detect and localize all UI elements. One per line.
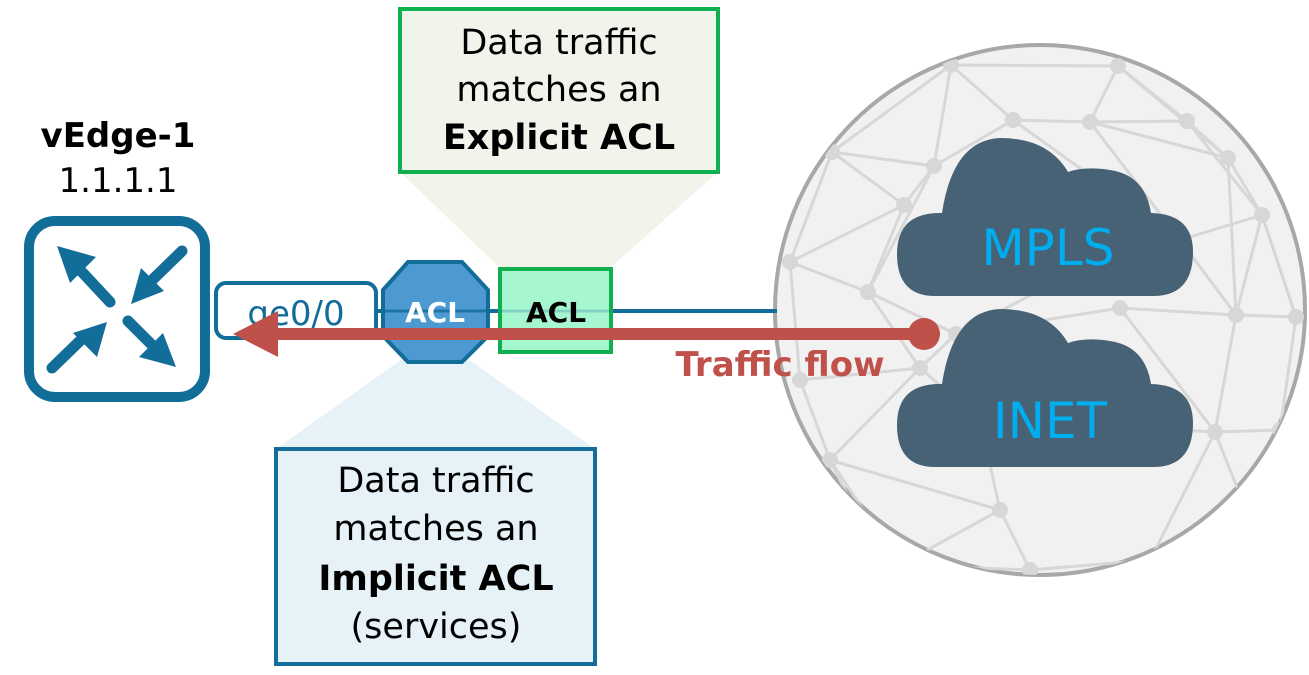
mesh-edge <box>1213 314 1238 433</box>
implicit-callout-projection <box>276 352 595 449</box>
mesh-node <box>892 557 908 573</box>
mesh-edge <box>1278 316 1298 431</box>
inet-label: INET <box>993 392 1108 450</box>
mesh-node <box>1207 424 1223 440</box>
mesh-edge <box>1118 307 1217 433</box>
mpls-label: MPLS <box>982 219 1115 277</box>
mesh-edge <box>1185 120 1264 216</box>
mesh-node <box>1254 207 1270 223</box>
mesh-edge <box>789 203 905 264</box>
device-ip: 1.1.1.1 <box>59 161 178 201</box>
mesh-edge <box>1235 313 1297 319</box>
explicit-acl-box: ACL <box>498 267 613 354</box>
explicit-callout-line2: matches an <box>456 70 661 110</box>
mesh-node <box>860 284 876 300</box>
mesh-edge <box>799 366 921 382</box>
device-name: vEdge-1 <box>41 116 196 156</box>
mesh-edge <box>950 63 1119 68</box>
mesh-node <box>1110 58 1126 74</box>
mesh-edge <box>867 290 957 336</box>
explicit-callout-line1: Data traffic <box>460 23 657 63</box>
explicit-callout-projection <box>400 172 718 268</box>
mesh-node <box>822 452 838 468</box>
mesh-edge <box>831 150 905 207</box>
mesh-edge <box>1214 428 1281 434</box>
mesh-edge <box>950 63 1014 122</box>
mesh-edge <box>829 458 1001 512</box>
implicit-callout-line1: Data traffic <box>337 461 534 501</box>
router-icon <box>24 216 210 402</box>
mesh-edge <box>789 260 869 294</box>
mesh-edge <box>1089 120 1229 160</box>
mesh-edge <box>1226 157 1264 216</box>
mesh-node <box>896 197 912 213</box>
mesh-node <box>1112 300 1128 316</box>
mesh-edge <box>1179 213 1263 242</box>
mesh-edge <box>788 151 834 263</box>
mesh-node <box>792 372 808 388</box>
implicit-callout: Data traffic matches an Implicit ACL (se… <box>274 447 597 666</box>
mesh-node <box>926 158 942 174</box>
mesh-edge <box>1260 214 1298 318</box>
mesh-node <box>992 502 1008 518</box>
mesh-edge <box>831 63 952 154</box>
mesh-edge <box>866 165 936 293</box>
traffic-flow-arrow <box>233 311 940 357</box>
mesh-node <box>1179 113 1195 129</box>
mesh-node <box>1220 150 1236 166</box>
mesh-edge <box>1089 119 1188 124</box>
mesh-edge <box>1234 214 1264 316</box>
mesh-edge <box>828 366 922 462</box>
mesh-edge <box>788 261 802 381</box>
mesh-node <box>1242 512 1258 528</box>
mesh-edge <box>1119 306 1237 317</box>
mesh-edge <box>866 204 906 293</box>
mesh-node <box>1022 562 1038 575</box>
mesh-node <box>782 254 798 270</box>
mesh-edge <box>1012 118 1091 124</box>
implicit-callout-line2: matches an <box>333 509 538 549</box>
traffic-flow-label: Traffic flow <box>675 345 884 385</box>
mesh-edge <box>831 150 935 168</box>
implicit-acl-label: ACL <box>405 296 465 329</box>
implicit-callout-line3: Implicit ACL <box>318 559 553 599</box>
mesh-node <box>1082 114 1098 130</box>
explicit-callout: Data traffic matches an Explicit ACL <box>398 7 720 174</box>
mesh-edge <box>798 379 832 461</box>
mesh-edge <box>932 64 953 167</box>
mesh-node <box>1228 307 1244 323</box>
explicit-callout-line3: Explicit ACL <box>443 118 675 158</box>
mesh-edge <box>1088 65 1120 123</box>
mesh-edge <box>918 332 958 370</box>
explicit-acl-label: ACL <box>526 296 586 329</box>
mesh-node <box>912 360 928 376</box>
inet-cloud: INET <box>897 309 1193 467</box>
mesh-edge <box>933 118 1014 168</box>
mesh-node <box>1005 112 1021 128</box>
mesh-node <box>852 512 868 528</box>
implicit-acl-octagon: ACL <box>381 260 490 364</box>
implicit-callout-line4: (services) <box>351 607 522 647</box>
mpls-cloud: MPLS <box>897 138 1193 296</box>
mesh-node <box>1288 309 1304 325</box>
mesh-edge <box>1226 157 1238 316</box>
mesh-edge <box>1148 431 1217 561</box>
mesh-edge <box>998 509 1032 571</box>
wan-globe <box>773 43 1307 577</box>
